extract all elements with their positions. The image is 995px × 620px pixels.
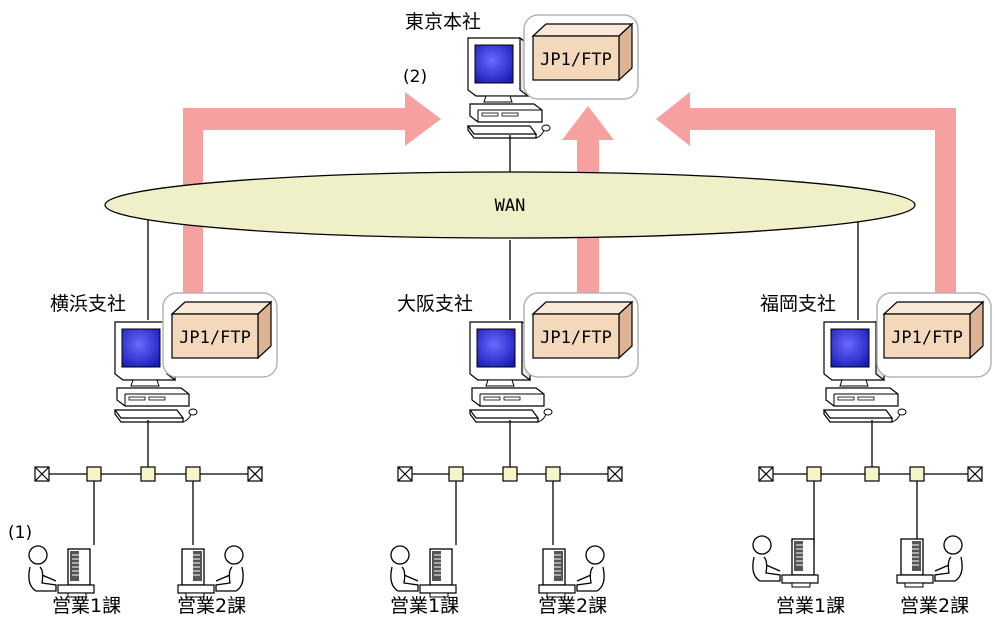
node-icon bbox=[140, 466, 156, 482]
lan-segment bbox=[34, 466, 263, 545]
node-icon bbox=[448, 466, 464, 482]
user-pc-icon bbox=[897, 536, 962, 587]
branch-product-panel: JP1/FTP bbox=[162, 292, 278, 378]
branch-product-label: JP1/FTP bbox=[179, 328, 251, 348]
connection-lines bbox=[147, 135, 873, 474]
wan-cloud bbox=[104, 171, 916, 239]
branch-osaka: 大阪支社 JP1/FTP 営業1課 営業2課 bbox=[390, 292, 639, 617]
section-label: 営業2課 bbox=[177, 595, 246, 617]
lan-segment bbox=[758, 466, 983, 545]
user-pc-icon bbox=[28, 545, 95, 598]
hq-label: 東京本社 bbox=[405, 11, 481, 33]
branch-label: 横浜支社 bbox=[50, 293, 126, 315]
node-icon bbox=[806, 466, 822, 482]
marker-2: (2) bbox=[403, 67, 427, 87]
terminator-icon bbox=[397, 466, 413, 482]
marker-1: (1) bbox=[8, 523, 32, 543]
section-label: 営業1課 bbox=[776, 595, 845, 617]
node-icon bbox=[909, 466, 925, 482]
section-label: 営業2課 bbox=[900, 595, 969, 617]
user-pc-icon bbox=[752, 535, 819, 588]
branch-fukuoka: 福岡支社 JP1/FTP 営業1課 営業2課 bbox=[752, 292, 992, 617]
node-icon bbox=[86, 466, 102, 482]
user-pc-icon bbox=[539, 546, 604, 597]
package-icon bbox=[170, 300, 273, 360]
hq-tokyo: 東京本社 (2) JP1/FTP bbox=[403, 11, 639, 139]
wan-label: WAN bbox=[495, 196, 526, 216]
node-icon bbox=[185, 466, 201, 482]
branch-label: 福岡支社 bbox=[760, 293, 836, 315]
node-icon bbox=[864, 466, 880, 482]
lan-segment bbox=[397, 466, 623, 545]
user-pc-icon bbox=[178, 546, 243, 597]
branch-product-panel: JP1/FTP bbox=[876, 292, 992, 378]
branch-product-panel: JP1/FTP bbox=[523, 292, 639, 378]
arrow-fukuoka-to-tokyo bbox=[656, 92, 956, 300]
hq-product-label: JP1/FTP bbox=[540, 50, 612, 70]
section-label: 営業1課 bbox=[52, 595, 121, 617]
terminator-icon bbox=[758, 466, 774, 482]
terminator-icon bbox=[607, 466, 623, 482]
branch-product-label: JP1/FTP bbox=[540, 328, 612, 348]
branch-yokohama: 横浜支社 JP1/FTP (1) 営業1課 営業2課 bbox=[8, 292, 278, 617]
hq-product-panel: JP1/FTP bbox=[523, 14, 639, 100]
package-icon bbox=[882, 300, 985, 360]
terminator-icon bbox=[34, 466, 50, 482]
node-icon bbox=[545, 466, 561, 482]
branch-label: 大阪支社 bbox=[397, 293, 473, 315]
package-icon bbox=[531, 300, 634, 360]
user-pc-icon bbox=[390, 545, 457, 598]
terminator-icon bbox=[967, 466, 983, 482]
section-label: 営業1課 bbox=[390, 595, 459, 617]
node-icon bbox=[502, 466, 518, 482]
terminator-icon bbox=[247, 466, 263, 482]
hq-package-icon bbox=[531, 22, 634, 82]
section-label: 営業2課 bbox=[538, 595, 607, 617]
branch-product-label: JP1/FTP bbox=[891, 328, 963, 348]
